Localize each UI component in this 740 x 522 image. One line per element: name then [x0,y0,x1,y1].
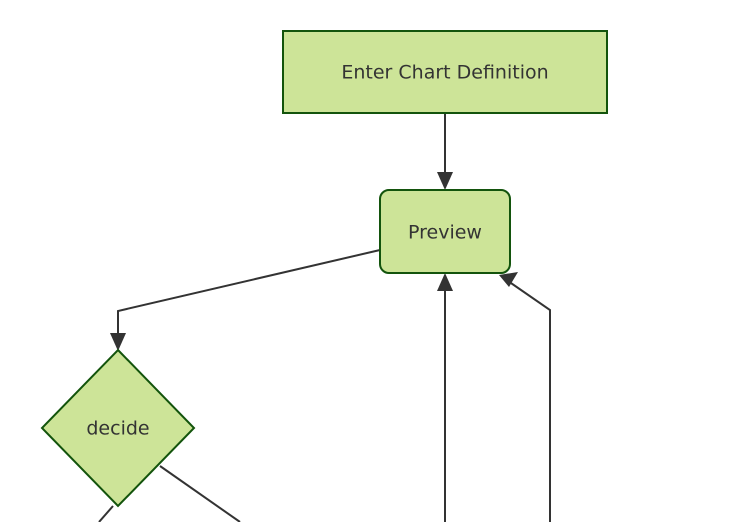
node-rounded-rectangle-shape [379,189,511,274]
arrowhead-icon [499,272,518,287]
node-label-decide: decide [86,418,149,440]
node-rectangle-shape [282,30,608,114]
node-label-enter-chart-definition: Enter Chart Definition [341,62,548,84]
edge-bottom-right-to-preview [499,272,551,522]
edge-line [159,465,241,522]
edge-line [117,249,381,341]
node-diamond-shape [40,348,196,508]
arrowhead-icon [437,172,453,190]
edge-preview-to-decide [110,249,381,351]
node-preview[interactable]: Preview [379,189,511,274]
node-decide[interactable]: decide [40,348,196,508]
edge-bottom-left-to-preview [437,273,453,522]
edge-line [98,505,114,522]
edge-decide-bottom-right [159,465,241,522]
arrowhead-icon [437,273,453,291]
edge-line [507,280,551,522]
node-label-preview: Preview [408,222,482,244]
arrowhead-icon [110,333,126,351]
node-enter-chart-definition[interactable]: Enter Chart Definition [282,30,608,114]
edge-decide-bottom-left [98,505,114,522]
edge-enter-to-preview [437,113,453,190]
